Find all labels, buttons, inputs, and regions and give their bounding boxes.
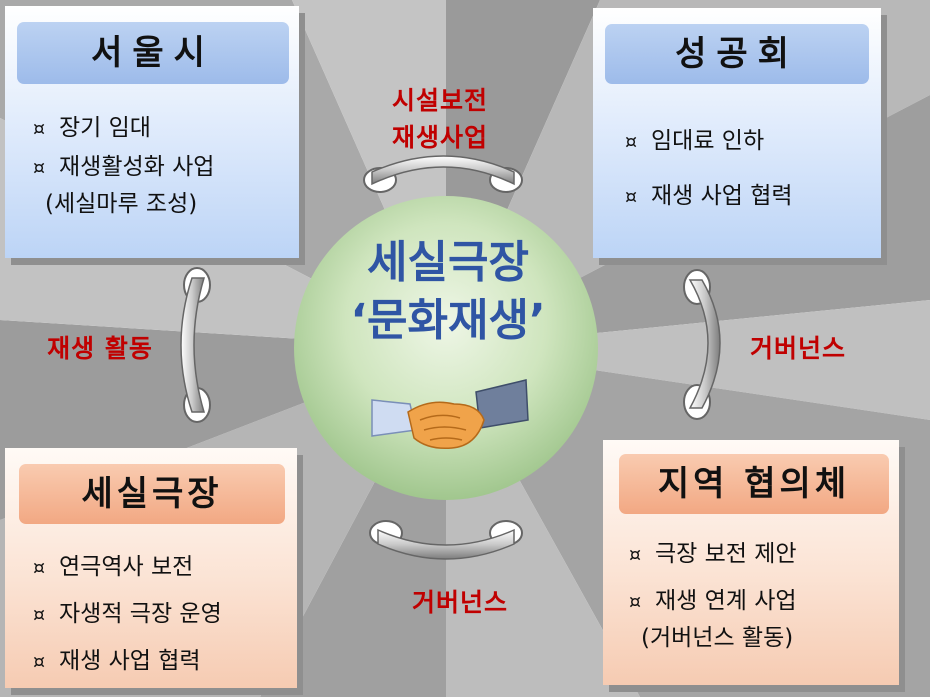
center-circle	[294, 196, 598, 500]
list-item: ¤재생활성화 사업 (세실마루 조성)	[33, 149, 214, 222]
list-item: ¤자생적 극장 운영	[33, 591, 222, 638]
list-item: ¤임대료 인하	[625, 114, 793, 169]
list-item: ¤극장 보전 제안	[629, 530, 797, 579]
center-title-line1: 세실극장	[367, 237, 529, 288]
arrow-bottom	[369, 520, 523, 560]
link-label-right: 거버넌스	[749, 334, 846, 363]
panel-item-list: ¤임대료 인하 ¤재생 사업 협력	[625, 114, 793, 224]
bullet-icon: ¤	[33, 604, 46, 626]
panel-item-list: ¤장기 임대 ¤재생활성화 사업 (세실마루 조성)	[33, 108, 214, 222]
panel-title: 세실극장	[19, 464, 285, 524]
arrow-left	[180, 267, 211, 423]
list-item: ¤재생 연계 사업 (거버넌스 활동)	[629, 583, 797, 656]
list-item: ¤재생 사업 협력	[33, 638, 222, 685]
panel-title: 서울시	[17, 22, 289, 84]
bullet-icon: ¤	[625, 131, 638, 153]
list-item: ¤재생 사업 협력	[625, 169, 793, 224]
list-item-sub: (세실마루 조성)	[45, 191, 198, 217]
bullet-icon: ¤	[33, 118, 46, 140]
link-label-bottom: 거버넌스	[411, 588, 508, 617]
link-label-left: 재생 활동	[47, 334, 153, 363]
panel-local-council: 지역 협의체 ¤극장 보전 제안 ¤재생 연계 사업 (거버넌스 활동)	[603, 440, 899, 685]
arrow-right	[683, 269, 721, 420]
panel-title: 지역 협의체	[619, 454, 889, 514]
bullet-icon: ¤	[629, 544, 642, 566]
link-label-top: 시설보전 재생사업	[391, 86, 488, 152]
bullet-icon: ¤	[33, 651, 46, 673]
list-item-sub: (거버넌스 활동)	[641, 625, 794, 651]
bullet-icon: ¤	[33, 157, 46, 179]
center-title-line2: ‘문화재생’	[350, 295, 546, 346]
arrow-top	[363, 155, 523, 193]
panel-title: 성공회	[605, 24, 869, 84]
panel-item-list: ¤극장 보전 제안 ¤재생 연계 사업 (거버넌스 활동)	[629, 530, 797, 656]
panel-item-list: ¤연극역사 보전 ¤자생적 극장 운영 ¤재생 사업 협력	[33, 544, 222, 685]
bullet-icon: ¤	[629, 591, 642, 613]
center-title: 세실극장 ‘문화재생’	[300, 234, 596, 350]
bullet-icon: ¤	[625, 186, 638, 208]
panel-seoul: 서울시 ¤장기 임대 ¤재생활성화 사업 (세실마루 조성)	[5, 6, 299, 258]
panel-secil-theater: 세실극장 ¤연극역사 보전 ¤자생적 극장 운영 ¤재생 사업 협력	[5, 448, 297, 688]
list-item: ¤장기 임대	[33, 108, 214, 149]
panel-sungkonghoe: 성공회 ¤임대료 인하 ¤재생 사업 협력	[593, 8, 881, 258]
bullet-icon: ¤	[33, 557, 46, 579]
list-item: ¤연극역사 보전	[33, 544, 222, 591]
handshake-icon	[371, 379, 529, 450]
